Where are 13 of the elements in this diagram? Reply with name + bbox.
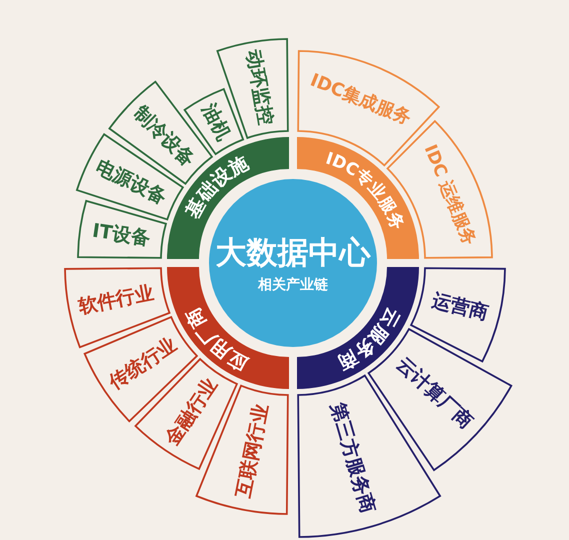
sector-label: 动环监控 <box>242 48 277 127</box>
sector-label: 云计算厂商 <box>392 352 477 434</box>
sector-label: IDC 运维服务 <box>420 142 480 248</box>
ring-label: 应用厂商 <box>182 304 252 374</box>
sector-label: IT设备 <box>90 220 152 250</box>
sector-label: 油机 <box>198 100 235 144</box>
sector-label: 互联网行业 <box>232 402 272 500</box>
sector-label: 第三方服务商 <box>326 400 380 516</box>
sector-label: 运营商 <box>430 289 490 324</box>
hub-subtitle: 相关产业链 <box>258 277 328 293</box>
hub-title: 大数据中心 <box>216 235 370 271</box>
sector-label: IDC集成服务 <box>307 70 414 129</box>
sector-label: 软件行业 <box>76 282 156 318</box>
